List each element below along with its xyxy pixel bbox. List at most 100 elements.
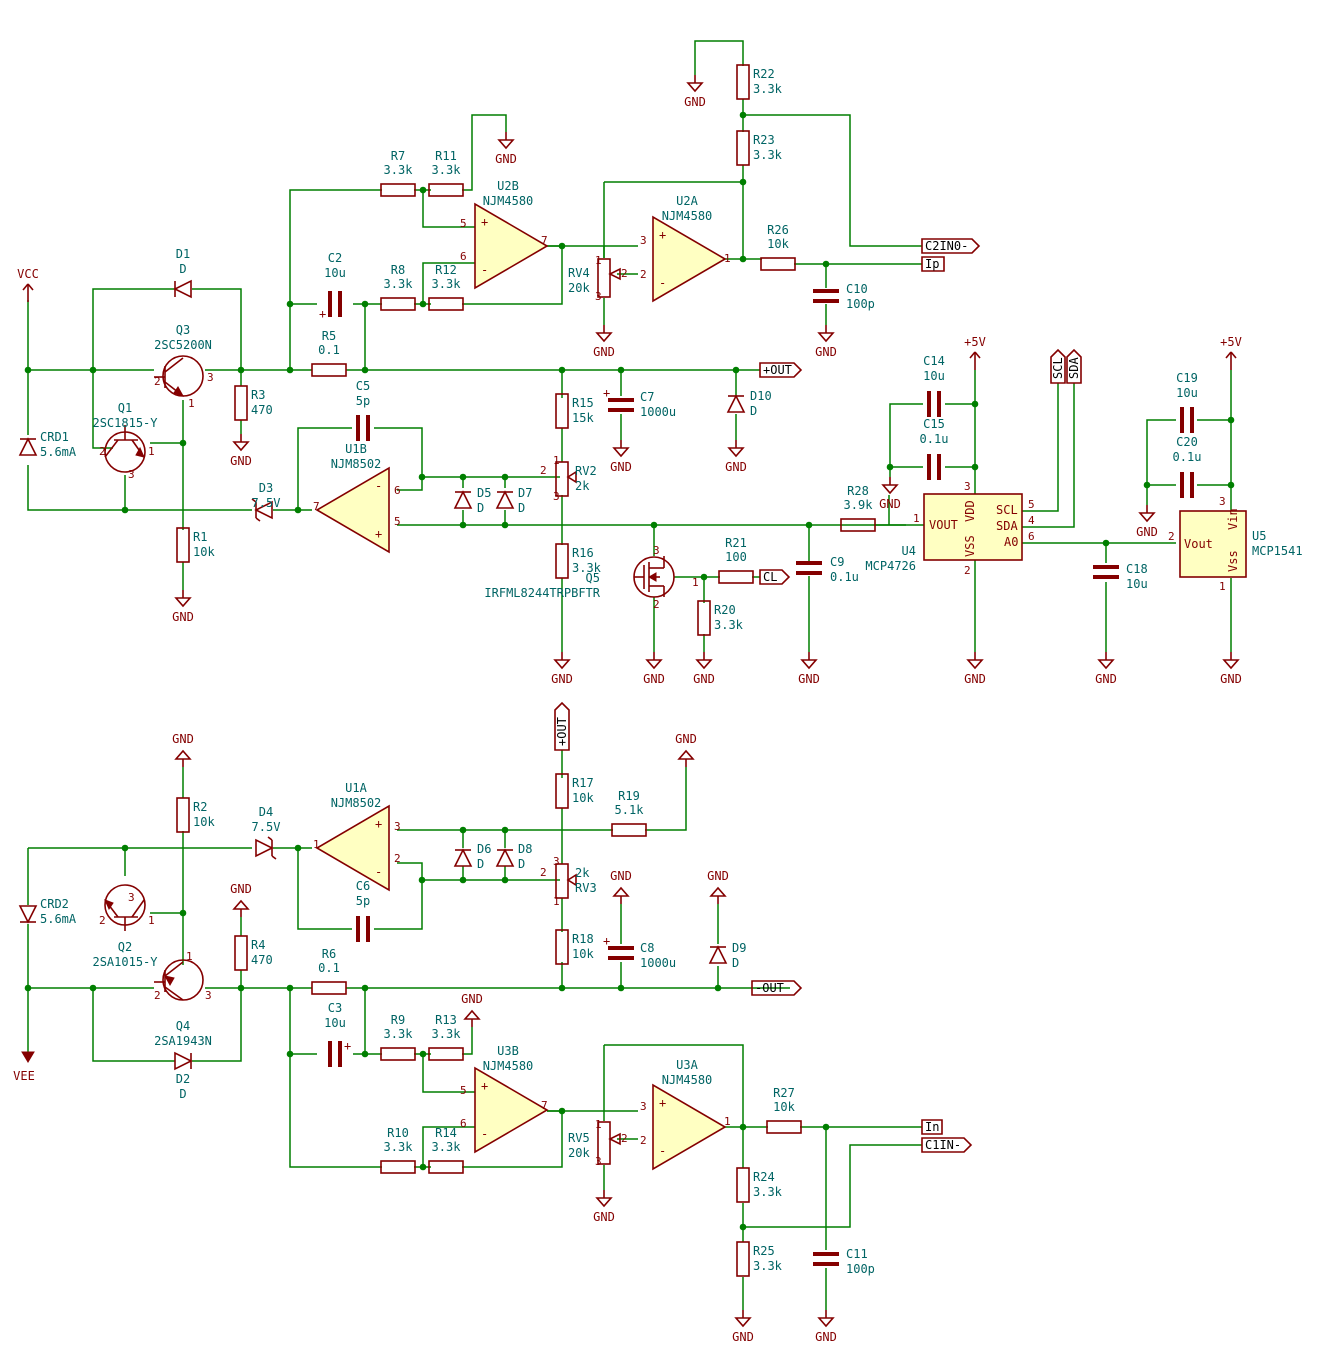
pin-number: 7 (313, 500, 320, 513)
gnd-label: GND (230, 454, 252, 468)
opamp-sign: + (481, 215, 488, 229)
pin-number: 3 (595, 1155, 602, 1168)
pin-number: 1 (692, 576, 699, 589)
pin-number: 2 (1168, 530, 1175, 543)
opamp-value: NJM4580 (483, 194, 534, 208)
capacitor-ref: C19 (1176, 371, 1198, 385)
pin-number: 5 (460, 217, 467, 230)
wire (297, 848, 352, 930)
wire (422, 262, 475, 304)
capacitor-ref: C2 (328, 251, 342, 265)
gnd-label: GND (551, 672, 573, 686)
diode-d5 (453, 490, 473, 509)
opamp-sign: - (481, 1127, 488, 1141)
resistor-ref: R19 (618, 789, 640, 803)
junction-dot (237, 984, 245, 992)
resistor-ref: R12 (435, 263, 457, 277)
ground-symbol (677, 749, 695, 767)
pin-number: 6 (460, 250, 467, 263)
resistor-r27 (766, 1120, 802, 1134)
net-sda (1066, 348, 1082, 384)
ground-symbol (1097, 652, 1115, 670)
ground-symbol (817, 325, 835, 343)
pin-number: 1 (186, 950, 193, 963)
wire (1146, 419, 1176, 505)
net-in-text: In (925, 1120, 939, 1134)
junction-dot (739, 111, 747, 119)
diode-ref: D4 (259, 805, 273, 819)
resistor-value: 10k (767, 237, 789, 251)
pin-number: 3 (394, 820, 401, 833)
resistor-ref: R2 (193, 800, 207, 814)
wire (374, 862, 423, 930)
pin-number: 2 (154, 989, 161, 1002)
pin-number: 2 (99, 914, 106, 927)
resistor-r23 (736, 130, 750, 166)
capacitor-ref: C8 (640, 941, 654, 955)
resistor-ref: R11 (435, 149, 457, 163)
resistor-ref: R3 (251, 388, 265, 402)
ground-symbol (881, 477, 899, 495)
resistor-ref: R15 (572, 396, 594, 410)
resistor-value: 10k (572, 791, 594, 805)
diode-value: D (750, 404, 757, 418)
diode-ref: CRD1 (40, 430, 69, 444)
diode-crd1 (18, 437, 38, 456)
resistor-ref: R9 (391, 1013, 405, 1027)
capacitor-ref: C9 (830, 555, 844, 569)
opamp-sign: + (375, 817, 382, 831)
wire (462, 1027, 473, 1055)
wire (1022, 383, 1075, 528)
wire (289, 988, 382, 1168)
capacitor-c9 (796, 561, 822, 575)
diode-value: D (179, 262, 186, 276)
capacitor-value: 5p (356, 894, 370, 908)
resistor-value: 3.3k (753, 82, 783, 96)
resistor-r4 (234, 935, 248, 971)
transistor-q1 (104, 425, 146, 473)
diode-ref: D9 (732, 941, 746, 955)
wire (422, 190, 475, 228)
pot-ref: RV3 (575, 881, 597, 895)
junction-dot (732, 366, 740, 374)
net-plus-out (759, 362, 803, 378)
resistor-value: 10k (193, 545, 215, 559)
resistor-value: 10k (572, 947, 594, 961)
junction-dot (650, 521, 658, 529)
junction-dot (89, 984, 97, 992)
resistor-ref: R25 (753, 1244, 775, 1258)
pin-number: 2 (621, 267, 628, 280)
opamp-u2a: +- (652, 215, 727, 303)
wire (422, 1054, 475, 1093)
ground-symbol (612, 886, 630, 904)
diode-d10 (726, 394, 746, 413)
capacitor-value: 0.1u (830, 570, 859, 584)
ground-symbol (463, 1009, 481, 1027)
gnd-label: GND (1220, 672, 1242, 686)
gnd-label: GND (707, 869, 729, 883)
gnd-label: GND (1136, 525, 1158, 539)
plus5v-symbol (1225, 351, 1237, 370)
junction-dot (286, 1050, 294, 1058)
junction-dot (558, 1107, 566, 1115)
gnd-label: GND (879, 497, 901, 511)
resistor-value: 0.1 (318, 343, 340, 357)
ground-symbol (232, 899, 250, 917)
diode-value: D (179, 1087, 186, 1101)
ic-pin-name: A0 (1004, 535, 1018, 549)
ic-ref: U4 (902, 544, 916, 558)
ground-symbol (1138, 505, 1156, 523)
resistor-r8 (380, 297, 416, 311)
junction-dot (886, 463, 894, 471)
ground-symbol (595, 1190, 613, 1208)
pin-number: 1 (913, 512, 920, 525)
capacitor-c15 (927, 454, 941, 480)
ic-value: MCP4726 (865, 559, 916, 573)
capacitor-ref: C15 (923, 417, 945, 431)
capacitor-ref: C11 (846, 1247, 868, 1261)
junction-dot (459, 521, 467, 529)
junction-dot (179, 909, 187, 917)
pot-ref: RV2 (575, 464, 597, 478)
junction-dot (419, 1050, 427, 1058)
